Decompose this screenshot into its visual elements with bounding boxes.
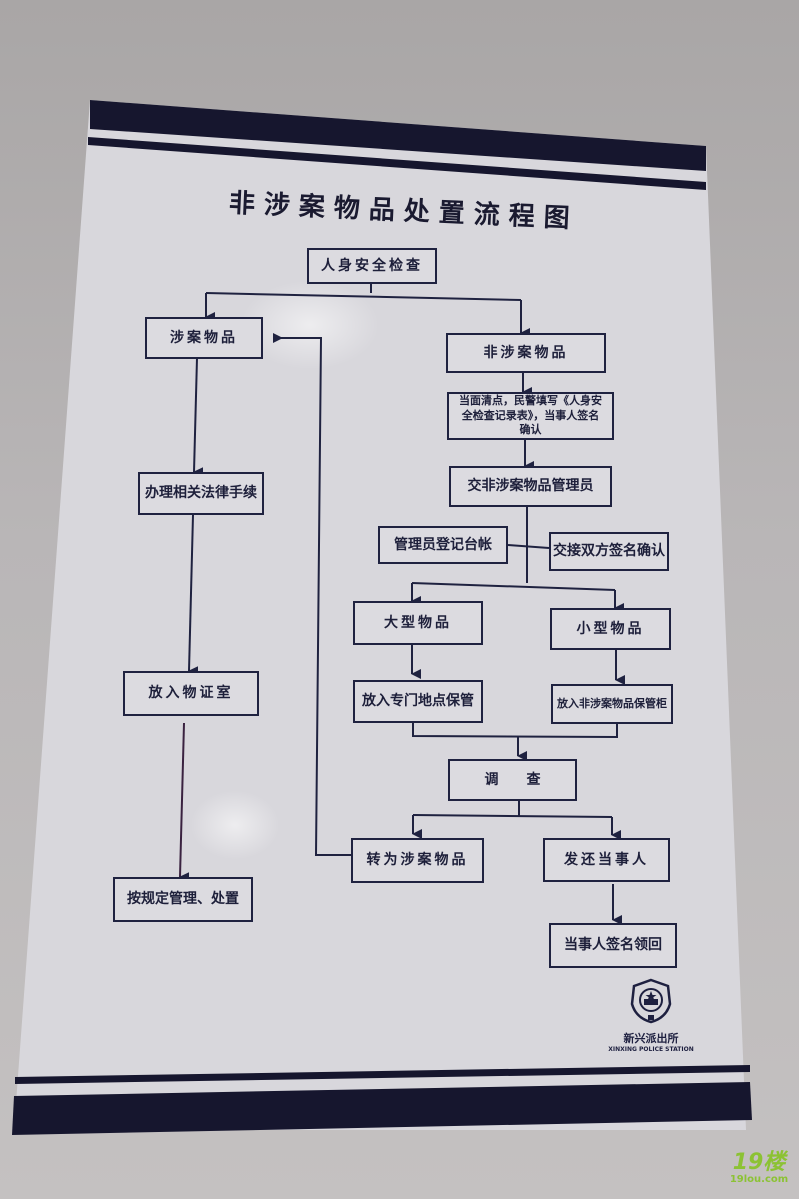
box-count-and-record: 当面清点，民警填写《人身安全检查记录表》，当事人签名确认 [447,392,614,440]
box-non-case-items: 非涉案物品 [446,333,606,373]
box-legal-procedures: 办理相关法律手续 [138,472,264,515]
bottom-thin-band [15,1065,750,1084]
box-storage-cabinet: 放入非涉案物品保管柜 [551,684,673,724]
box-investigate: 调 查 [448,759,577,801]
box-return-to-party: 发还当事人 [543,838,670,882]
box-manage-dispose: 按规定管理、处置 [113,877,253,922]
watermark-logo: 19楼 [732,1150,786,1175]
bottom-band [12,1082,752,1135]
box-special-place: 放入专门地点保管 [353,680,483,723]
police-emblem-icon [630,978,672,1024]
top-thin-band [88,137,706,190]
box-admin-register: 管理员登记台帐 [378,526,508,564]
box-party-sign-receive: 当事人签名领回 [549,923,677,968]
box-security-check: 人身安全检查 [307,248,437,284]
box-case-items: 涉案物品 [145,317,263,359]
box-convert-to-case: 转为涉案物品 [351,838,484,883]
top-band [90,100,706,171]
station-name-en: XINXING POLICE STATION [608,1046,694,1053]
box-hand-to-admin: 交非涉案物品管理员 [449,466,612,507]
box-both-sign: 交接双方签名确认 [549,532,669,571]
box-small-items: 小型物品 [550,608,671,650]
box-large-items: 大型物品 [353,601,483,645]
police-station-logo: 新兴派出所 XINXING POLICE STATION [606,978,696,1053]
station-name: 新兴派出所 [623,1032,679,1045]
watermark-url: 19lou.com [729,1174,789,1185]
site-watermark: 19楼 19lou.com [726,1150,792,1186]
light-glare [190,790,280,860]
box-evidence-room: 放入物证室 [123,671,259,716]
